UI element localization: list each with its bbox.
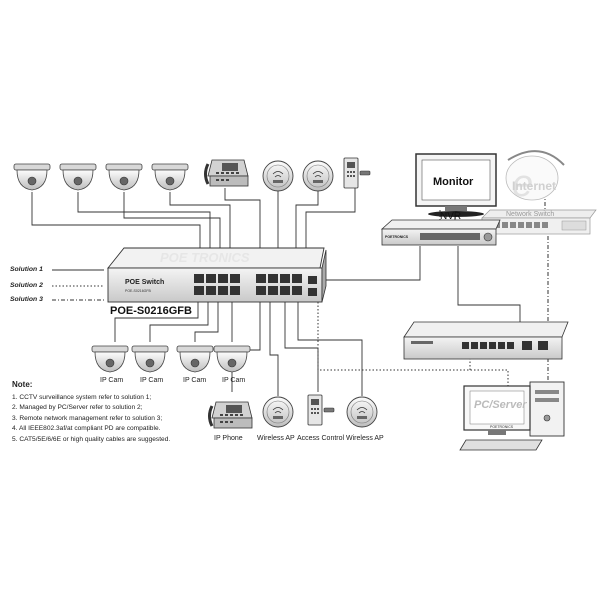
ap-label: Wireless AP xyxy=(257,435,295,442)
switch-model-small: POE-S0216GFB xyxy=(125,289,152,293)
switch-name: POE Switch xyxy=(125,279,164,286)
ip-camera-icon xyxy=(151,163,189,191)
legend-solution-1: Solution 1 xyxy=(10,266,43,273)
ip-camera-icon xyxy=(105,163,143,191)
legend-solution-2: Solution 2 xyxy=(10,282,43,289)
notes-panel: Note: 1. CCTV surveillance system refer … xyxy=(12,380,212,446)
cam-label: IP Cam xyxy=(140,377,163,384)
phone-label: IP Phone xyxy=(214,435,243,442)
network-switch-device: Network Switch xyxy=(481,209,597,235)
monitor-device: Monitor xyxy=(415,153,497,217)
nvr-device: POETRONICS NVR xyxy=(380,211,501,246)
notes-title: Note: xyxy=(12,380,33,389)
ip-camera-icon xyxy=(91,345,129,373)
monitor-label: Monitor xyxy=(433,176,474,188)
note-item: 2. Managed by PC/Server refer to solutio… xyxy=(12,404,143,412)
access-control-icon xyxy=(307,394,335,426)
nvr-brand: POETRONICS xyxy=(385,235,409,239)
nvr-label: NVR xyxy=(440,211,461,222)
internet-label: Internet xyxy=(512,179,556,193)
note-item: 1. CCTV surveillance system refer to sol… xyxy=(12,393,152,401)
pc-label: PC/Server xyxy=(474,399,527,411)
wireless-ap-icon xyxy=(346,396,378,428)
pc-server-device: PC/Server POETRONICS xyxy=(459,381,565,451)
note-item: 5. CAT5/5E/6/6E or high quality cables a… xyxy=(12,435,171,443)
cam-label: IP Cam xyxy=(183,377,206,384)
ip-camera-icon xyxy=(213,345,251,373)
ip-phone-icon xyxy=(208,400,254,430)
switch-watermark: POE TRONICS xyxy=(160,250,250,265)
wireless-ap-icon xyxy=(262,396,294,428)
switch-ports xyxy=(194,274,317,296)
ap-label: Wireless AP xyxy=(346,435,384,442)
network-switch-label: Network Switch xyxy=(506,211,554,218)
ip-camera-icon xyxy=(176,345,214,373)
cam-label: IP Cam xyxy=(222,377,245,384)
switch-model-label: POE-S0216GFB xyxy=(110,305,192,317)
ip-camera-icon xyxy=(59,163,97,191)
legend-lines xyxy=(52,269,104,301)
ip-camera-icon xyxy=(13,163,51,191)
internet-icon: e Internet xyxy=(505,150,565,205)
wireless-ap-icon xyxy=(262,160,294,192)
solution2-lines xyxy=(317,295,509,396)
ip-camera-icon xyxy=(131,345,169,373)
access-label: Access Control xyxy=(297,435,345,442)
note-item: 3. Remote network management refer to so… xyxy=(12,414,163,422)
legend-solution-3: Solution 3 xyxy=(10,296,43,303)
svg-text:e: e xyxy=(512,163,533,205)
lower-switch-device xyxy=(403,321,569,360)
cam-label: IP Cam xyxy=(100,377,123,384)
wireless-ap-icon xyxy=(302,160,334,192)
poe-switch-device: POE Switch POE-S0216GFB POE TRONICS xyxy=(107,247,327,303)
note-item: 4. All IEEE802.3af/at compliant PD are c… xyxy=(12,425,161,433)
ip-phone-icon xyxy=(204,158,250,188)
access-control-icon xyxy=(343,157,371,189)
pc-brand: POETRONICS xyxy=(490,425,514,429)
